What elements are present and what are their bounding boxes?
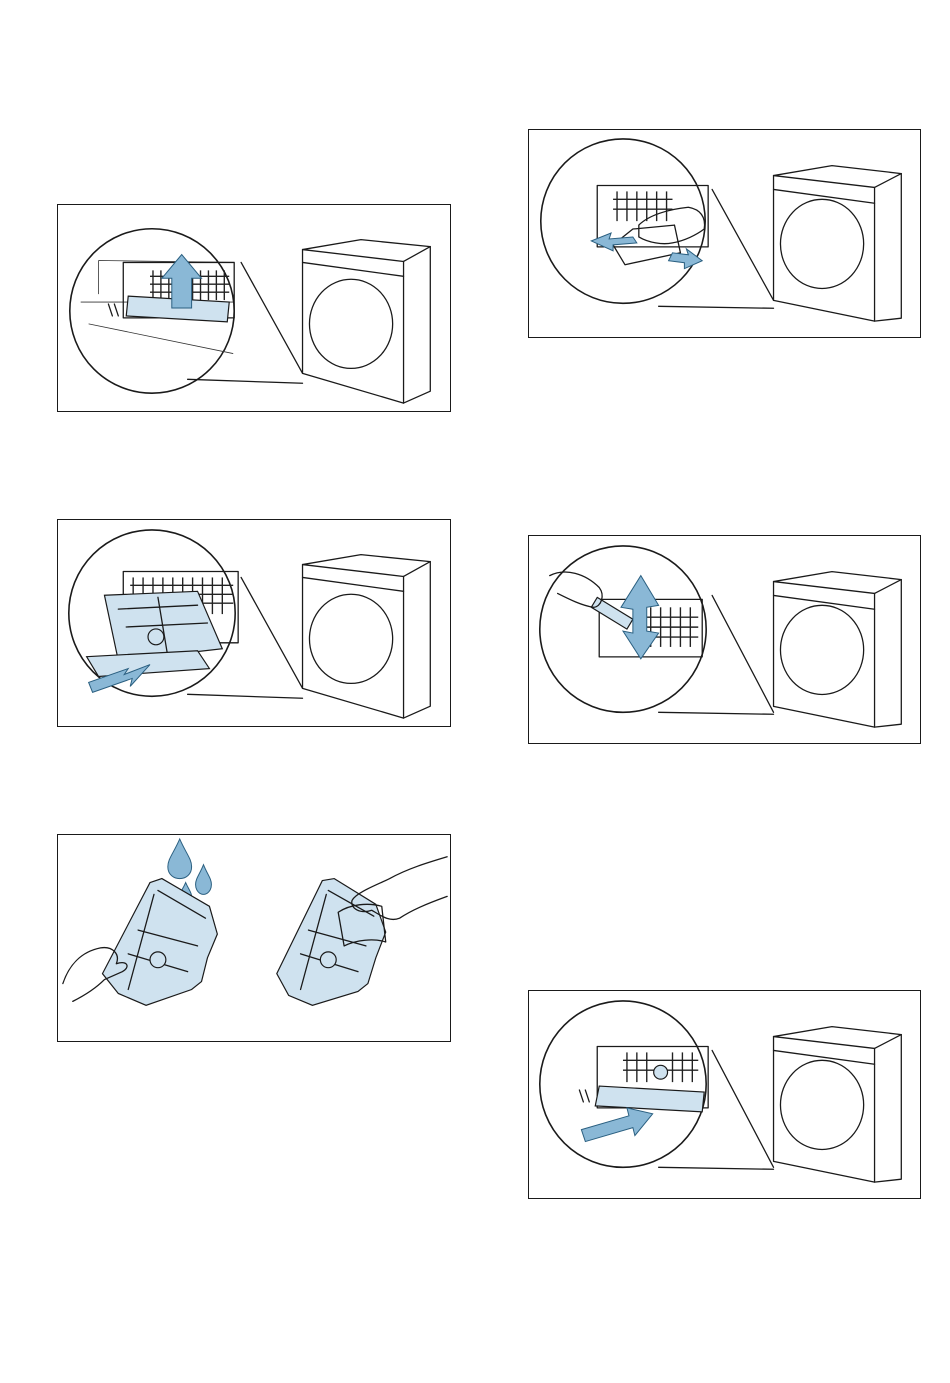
dryer-icon (303, 240, 431, 403)
figure-wipe-exchanger (528, 129, 921, 338)
hand-left-icon (63, 948, 127, 1002)
zoom-circle (540, 546, 774, 714)
dryer-icon (774, 572, 902, 727)
zoom-circle (70, 229, 303, 393)
figure-pull-filter (57, 519, 451, 727)
figure-vacuum-exchanger (528, 535, 921, 744)
zoom-circle (541, 139, 774, 308)
illustration-pull-filter (58, 520, 450, 726)
zoom-circle (69, 530, 303, 698)
dryer-icon (774, 1027, 902, 1182)
dryer-icon (774, 166, 902, 321)
figure-insert-filter (528, 990, 921, 1199)
illustration-clean-filter (58, 835, 450, 1041)
filter-left-icon (102, 879, 217, 1006)
illustration-insert-filter (529, 991, 920, 1198)
illustration-vacuum-exchanger (529, 536, 920, 743)
illustration-wipe-exchanger (529, 130, 920, 337)
filter-right-icon (277, 879, 386, 1006)
dryer-icon (303, 555, 431, 718)
figure-clean-filter (57, 834, 451, 1042)
illustration-lift-filter (58, 205, 450, 411)
zoom-circle (540, 1001, 774, 1169)
figure-lift-filter (57, 204, 451, 412)
